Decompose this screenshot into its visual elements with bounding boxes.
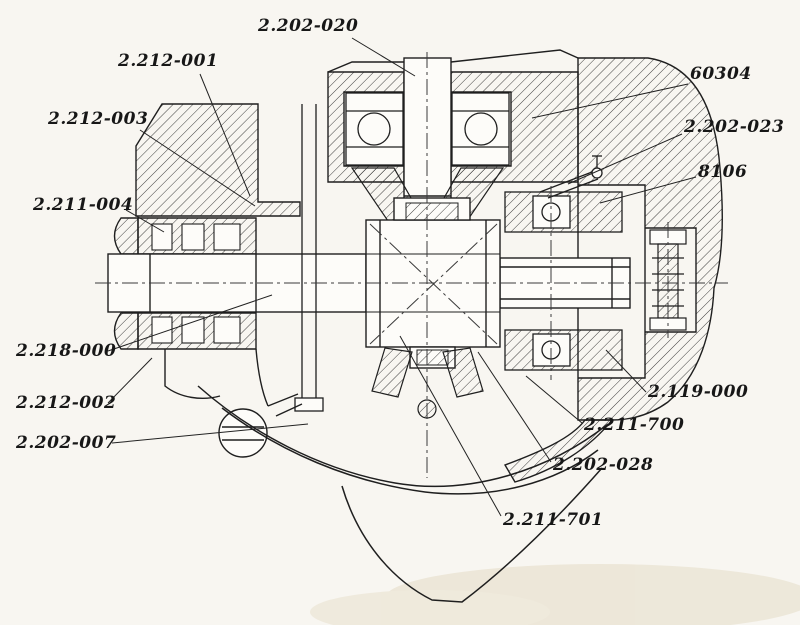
- ball-bearing-right: [451, 92, 510, 166]
- part-label-2-202-023: 2.202-023: [684, 117, 785, 137]
- part-label-2-212-001: 2.212-001: [118, 51, 219, 71]
- coupling-assembly: [504, 191, 623, 371]
- oil-tube: [294, 104, 324, 412]
- part-label-2-202-028: 2.202-028: [553, 455, 654, 475]
- centerlines: [95, 52, 728, 478]
- part-label-8106: 8106: [698, 162, 748, 182]
- part-label-2-202-020: 2.202-020: [258, 16, 359, 36]
- watermark-blob: [310, 564, 800, 625]
- part-label-2-119-000: 2.119-000: [648, 382, 749, 402]
- drain-plug: [164, 348, 303, 458]
- lower-casing: [197, 385, 609, 603]
- ball-bearing-left: [345, 92, 404, 166]
- part-label-60304: 60304: [690, 64, 752, 84]
- leader-lines: [107, 37, 697, 517]
- part-label-2-218-000: 2.218-000: [16, 341, 117, 361]
- part-label-2-211-701: 2.211-701: [503, 510, 604, 530]
- part-label-2-212-003: 2.212-003: [48, 109, 149, 129]
- part-label-2-212-002: 2.212-002: [16, 393, 117, 413]
- bevel-gears-lower: [371, 347, 484, 398]
- part-label-2-211-004: 2.211-004: [33, 195, 134, 215]
- part-label-2-211-700: 2.211-700: [584, 415, 685, 435]
- part-label-2-202-007: 2.202-007: [16, 433, 117, 453]
- seal-spacers: [151, 223, 241, 344]
